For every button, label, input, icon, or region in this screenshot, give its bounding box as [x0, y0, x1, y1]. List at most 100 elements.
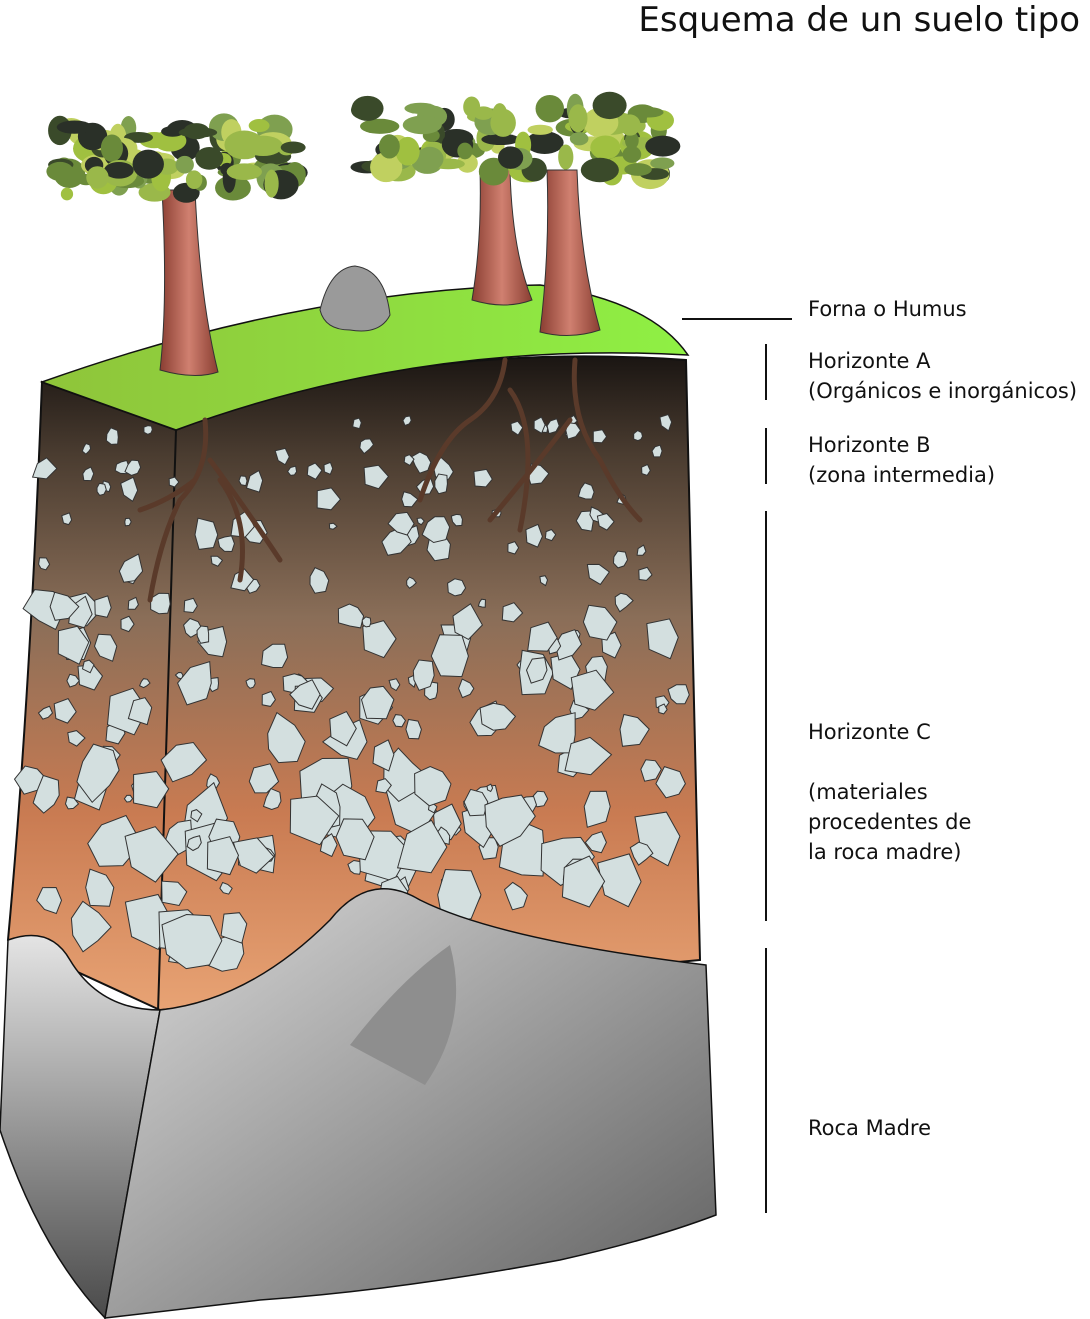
pebble	[248, 763, 280, 794]
leaf-cluster	[481, 133, 520, 146]
pebble	[544, 528, 557, 542]
pebble	[186, 835, 202, 852]
leaf-cluster	[473, 106, 494, 120]
pebble	[612, 550, 629, 569]
pebble	[160, 741, 208, 783]
pebble	[168, 476, 180, 488]
pebble	[177, 660, 212, 706]
pebble	[564, 736, 613, 776]
pebble	[66, 673, 80, 688]
pebble	[401, 491, 419, 508]
pebble	[501, 602, 524, 623]
leaf-cluster	[580, 157, 619, 183]
pebble	[337, 603, 365, 629]
pebble	[118, 553, 144, 583]
pebble	[387, 511, 415, 536]
leaf-cluster	[161, 126, 185, 137]
leaf-cluster	[370, 152, 403, 183]
pebble	[245, 469, 264, 493]
pebble	[561, 855, 606, 908]
pebbles	[13, 413, 690, 972]
pebble	[120, 615, 135, 633]
pebble	[306, 462, 323, 480]
pebble	[570, 669, 615, 711]
bedrock-front	[104, 888, 717, 1319]
humus-marker-line	[682, 318, 792, 320]
horizon-a-marker-line	[765, 344, 767, 400]
pebble	[352, 417, 362, 430]
label-horizon-a-desc: (Orgánicos e inorgánicos)	[808, 379, 1078, 403]
leaf-cluster	[645, 135, 681, 157]
pebble	[328, 522, 338, 530]
pebble	[582, 604, 618, 641]
pebble	[477, 598, 487, 608]
pebble	[539, 575, 549, 587]
pebble	[434, 473, 448, 495]
pebble	[396, 819, 448, 874]
pebble	[586, 563, 610, 586]
leaf-cluster	[60, 187, 74, 201]
leaf-cluster	[351, 95, 384, 121]
pebble	[592, 429, 608, 444]
leaf-cluster	[100, 134, 123, 162]
leaf-cluster	[56, 120, 93, 134]
leaf-cluster	[457, 142, 473, 160]
pebble	[360, 685, 395, 720]
pebble	[658, 703, 668, 715]
pebble	[546, 418, 560, 435]
leaf-cluster	[243, 135, 283, 157]
tree-trunk	[471, 169, 533, 306]
leaf-cluster	[525, 131, 564, 155]
pebble	[406, 576, 417, 589]
pebble	[583, 790, 611, 828]
pebble	[412, 659, 435, 691]
pebble	[124, 826, 179, 883]
pebble	[533, 416, 546, 435]
pebble	[206, 836, 240, 876]
leaf-cluster	[280, 141, 306, 154]
grass-surface	[39, 284, 690, 431]
pebble	[414, 765, 452, 807]
pebble	[210, 555, 224, 567]
pebble	[183, 597, 198, 614]
pebble	[245, 678, 256, 689]
pebble	[447, 578, 467, 597]
pebble	[640, 759, 662, 782]
pebble	[359, 438, 375, 455]
pebble	[372, 739, 395, 772]
pebble	[133, 770, 170, 809]
label-horizon-c-desc-3: la roca madre)	[808, 840, 962, 864]
horizon-b-marker-line	[765, 428, 767, 484]
leaf-cluster	[175, 155, 194, 174]
pebble	[510, 420, 524, 436]
pebble	[486, 783, 494, 793]
pebble	[82, 466, 95, 482]
pebble	[94, 595, 112, 618]
pebble	[507, 540, 520, 555]
pebble	[93, 633, 118, 662]
pebble	[525, 657, 548, 684]
pebble	[450, 513, 463, 527]
pebble	[392, 714, 407, 728]
pebble	[81, 442, 92, 455]
pebble	[196, 625, 210, 644]
pebble	[124, 517, 132, 527]
leaf-cluster	[624, 163, 652, 176]
bedrock-side	[0, 934, 161, 1319]
pebble	[633, 430, 644, 442]
roots	[137, 357, 643, 603]
pebble	[190, 809, 203, 823]
pebble	[565, 422, 582, 440]
pebble	[629, 841, 654, 866]
tree-canopies	[46, 91, 681, 203]
pebble	[335, 818, 375, 861]
pebble	[150, 592, 171, 615]
pebble	[638, 566, 653, 581]
pebble	[421, 516, 451, 544]
label-horizon-a: Horizonte A	[808, 349, 931, 373]
pebble	[53, 697, 77, 724]
pebble	[659, 413, 673, 432]
pebble	[61, 512, 73, 526]
pebble	[138, 678, 151, 689]
